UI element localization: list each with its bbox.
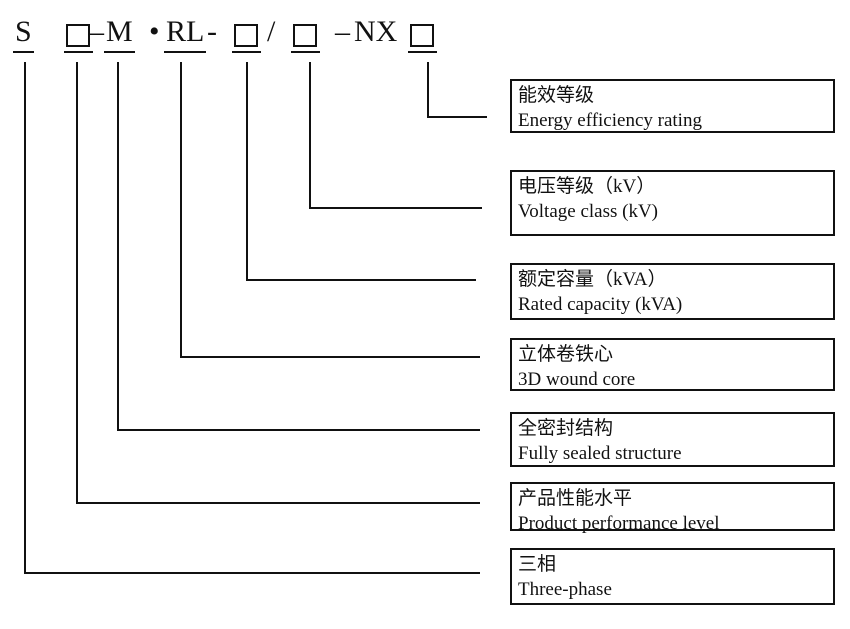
code-part-slash: / [267, 15, 276, 48]
label-performance-level-en: Product performance level [518, 513, 720, 534]
label-box-rated-capacity: 额定容量（kVA） Rated capacity (kVA) [510, 263, 835, 320]
label-energy-efficiency-en: Energy efficiency rating [518, 110, 702, 131]
code-part-sealed-letter: M [104, 14, 135, 53]
connector-three-phase-vertical [24, 62, 26, 574]
code-part-dash-1: – [89, 15, 104, 48]
label-box-wound-core: 立体卷铁心 3D wound core [510, 338, 835, 391]
connector-three-phase-horizontal [24, 572, 480, 574]
connector-sealed-structure-vertical [117, 62, 119, 431]
label-performance-level-zh: 产品性能水平 [518, 488, 633, 509]
connector-voltage-class-horizontal [309, 207, 482, 209]
label-box-performance-level: 产品性能水平 Product performance level [510, 482, 835, 534]
square-placeholder-icon [66, 24, 90, 47]
square-placeholder-icon [293, 24, 317, 47]
label-rated-capacity-zh: 额定容量（kVA） [518, 269, 667, 290]
label-sealed-structure-en: Fully sealed structure [518, 443, 682, 464]
label-three-phase-en: Three-phase [518, 579, 612, 600]
label-sealed-structure-zh: 全密封结构 [518, 418, 614, 439]
label-rated-capacity-en: Rated capacity (kVA) [518, 294, 683, 315]
connector-energy-efficiency-horizontal [427, 116, 487, 118]
connector-wound-core-vertical [180, 62, 182, 358]
connector-performance-vertical [76, 62, 78, 504]
square-placeholder-icon [234, 24, 258, 47]
connector-sealed-structure-horizontal [117, 429, 480, 431]
connector-performance-horizontal [76, 502, 480, 504]
connector-rated-capacity-horizontal [246, 279, 476, 281]
connector-voltage-class-vertical [309, 62, 311, 209]
code-part-phase-letter: S [13, 14, 34, 53]
code-part-dash-2: – [335, 15, 350, 48]
label-box-voltage-class: 电压等级（kV） Voltage class (kV) [510, 170, 835, 236]
connector-energy-efficiency-vertical [427, 62, 429, 118]
label-box-sealed-structure: 全密封结构 Fully sealed structure [510, 412, 835, 467]
label-voltage-class-en: Voltage class (kV) [518, 201, 659, 222]
connector-rated-capacity-vertical [246, 62, 248, 281]
label-wound-core-zh: 立体卷铁心 [518, 344, 614, 365]
connector-wound-core-horizontal [180, 356, 480, 358]
label-box-energy-efficiency: 能效等级 Energy efficiency rating [510, 79, 835, 133]
code-part-capacity-square [232, 14, 261, 53]
code-part-nx-letters: NX [354, 15, 398, 48]
code-part-performance-square [64, 14, 93, 53]
code-part-energy-square [408, 14, 437, 53]
square-placeholder-icon [410, 24, 434, 47]
code-part-bullet: • [149, 15, 160, 48]
code-part-hyphen: - [207, 15, 217, 48]
label-voltage-class-zh: 电压等级（kV） [518, 176, 656, 197]
label-box-three-phase: 三相 Three-phase [510, 548, 835, 605]
label-energy-efficiency-zh: 能效等级 [518, 85, 595, 106]
code-part-voltage-square [291, 14, 320, 53]
label-three-phase-zh: 三相 [518, 554, 557, 575]
code-part-wound-core-letters: RL [164, 14, 207, 53]
label-wound-core-en: 3D wound core [518, 369, 636, 390]
